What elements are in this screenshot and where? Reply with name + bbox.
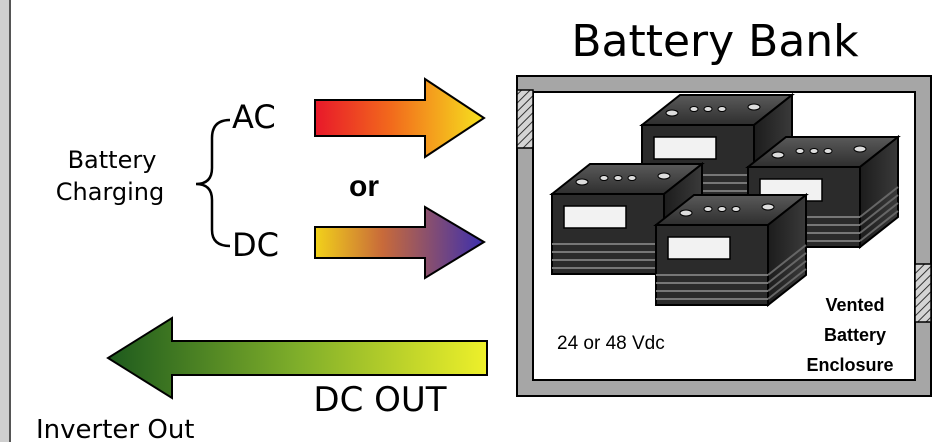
inverter-out-label: Inverter Out bbox=[36, 415, 195, 442]
charging-label-line2: Charging bbox=[56, 178, 164, 206]
battery-front bbox=[655, 194, 807, 306]
dc-label: DC bbox=[232, 226, 279, 264]
brace bbox=[195, 118, 231, 248]
voltage-label: 24 or 48 Vdc bbox=[557, 333, 665, 354]
enclosure-label-line2: Battery bbox=[824, 325, 886, 345]
charging-label-line1: Battery bbox=[68, 146, 157, 174]
page-edge bbox=[0, 0, 10, 442]
ac-label: AC bbox=[232, 98, 276, 136]
vent-right bbox=[914, 263, 932, 323]
dc-arrow bbox=[314, 205, 486, 280]
diagram-title: Battery Bank bbox=[571, 16, 859, 67]
dc-out-arrow bbox=[106, 316, 488, 400]
or-label: or bbox=[349, 170, 379, 203]
enclosure-label-line3: Enclosure bbox=[806, 355, 893, 375]
dc-out-label: DC OUT bbox=[313, 380, 446, 420]
enclosure-label-line1: Vented bbox=[825, 295, 884, 315]
ac-arrow bbox=[314, 77, 486, 159]
vent-left bbox=[516, 89, 534, 149]
